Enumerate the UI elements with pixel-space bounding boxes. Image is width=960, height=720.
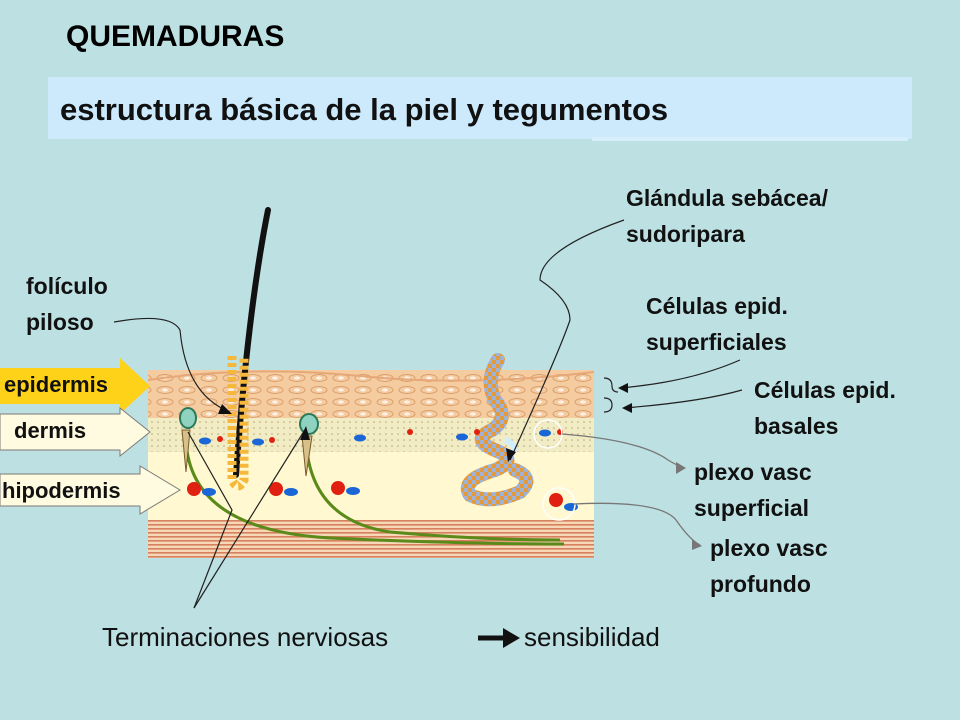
superficial-cells-pointer — [619, 359, 741, 389]
nerve-pointer-right — [193, 427, 307, 609]
dermis-label: dermis — [14, 418, 87, 443]
epidermis-arrow — [0, 358, 150, 414]
hipodermis-arrow — [0, 465, 181, 515]
folicle-label: folículo piloso — [26, 273, 108, 335]
gland-pointer — [509, 219, 625, 461]
dermis-arrow — [0, 406, 151, 458]
plexo-sup-label: plexo vasc superficial — [694, 459, 812, 521]
hipodermis-label: hipodermis — [2, 478, 121, 503]
brace-superficial — [603, 377, 619, 393]
nerve-pointer-left — [187, 431, 233, 609]
sensibility-arrow-head — [503, 628, 520, 648]
plexo-prof-label: plexo vasc profundo — [710, 535, 828, 597]
epidermis-label: epidermis — [4, 372, 108, 397]
plexo-prof-pointer — [573, 502, 701, 546]
nerve-fibers — [184, 439, 565, 546]
gland-label: Glándula sebácea/ sudoripara — [626, 185, 828, 247]
page-subtitle: estructura básica de la piel y tegumento… — [60, 92, 669, 127]
hair-shaft — [233, 207, 271, 478]
sensibility-label: sensibilidad — [524, 622, 660, 652]
basal-cells-pointer — [623, 389, 743, 409]
superficial-cells-label: Células epid. superficiales — [646, 293, 788, 355]
dermis-layer — [148, 418, 594, 452]
sweat-gland — [460, 353, 534, 507]
basal-cells-label: Células epid. basales — [754, 377, 896, 439]
page-title: QUEMADURAS — [66, 20, 285, 53]
hair-follicle — [227, 356, 249, 491]
nerve-ending-left — [179, 407, 197, 473]
superficial-vessels — [199, 429, 563, 446]
nerve-endings-label: Terminaciones nerviosas — [102, 622, 389, 652]
brace-basal — [603, 397, 613, 413]
subtitle-banner-strip — [592, 137, 908, 141]
folicle-pointer — [113, 317, 231, 413]
subtitle-banner — [48, 77, 912, 139]
